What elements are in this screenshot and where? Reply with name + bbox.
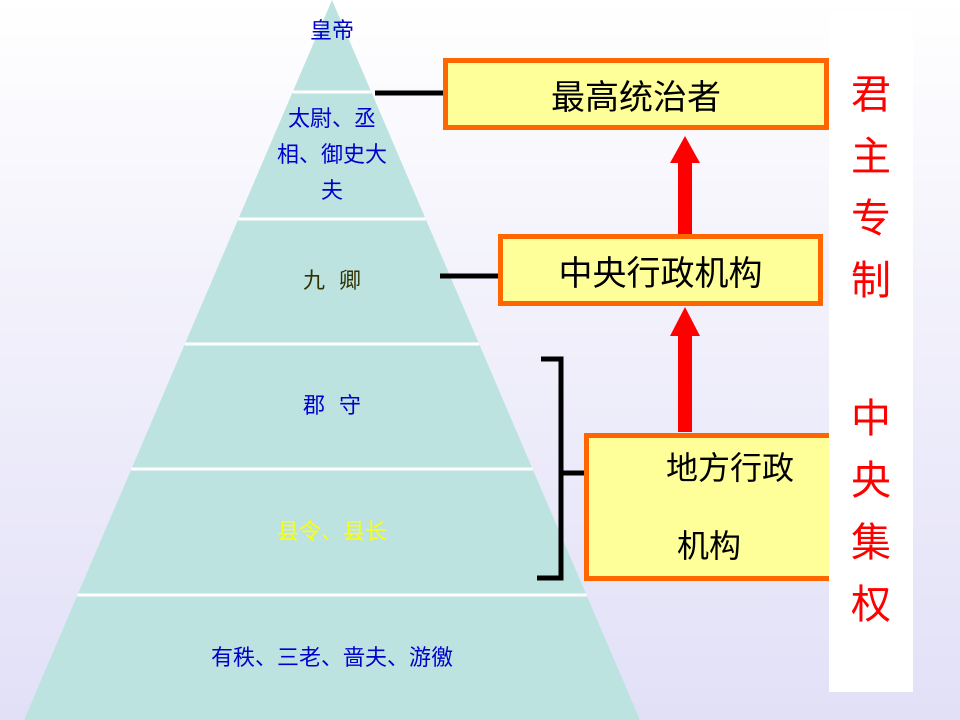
side-bottom-char-1: 中 [851,396,891,442]
tier-dividers [77,90,587,597]
supreme-ruler-label: 最高统治者 [551,77,721,118]
arrow-central-to-supreme [670,136,700,234]
tier-label-county-magistrate: 县令、县长 [276,520,387,545]
tier-label-commandery-governor: 郡 守 [303,394,361,419]
side-top-char-3: 专 [851,196,891,242]
side-top-char-4: 制 [851,258,891,304]
central-administration-label: 中央行政机构 [558,253,763,294]
local-administration-label-line2: 机构 [676,527,741,565]
supreme-ruler-box: 最高统治者 [443,58,829,130]
bracket-local [537,356,564,581]
side-text-centralization: 中央集权 [829,388,913,636]
side-top-char-2: 主 [851,134,891,180]
pyramid [24,0,640,720]
local-administration-label-line1: 地方行政 [665,449,794,487]
tier-label-three-ducal-ministers: 太尉、丞相、御史大夫 [276,107,387,204]
side-panel [829,12,913,692]
tier-label-nine-ministers: 九 卿 [303,269,361,294]
local-administration-box: 地方行政 机构 [584,433,834,581]
side-bottom-char-4: 权 [851,582,891,628]
side-bottom-char-2: 央 [851,458,891,504]
tier-label-local-officials: 有秩、三老、啬夫、游徼 [210,646,453,671]
arrow-local-to-central [670,307,700,432]
central-administration-box: 中央行政机构 [498,234,823,306]
tier-label-emperor: 皇帝 [309,19,354,44]
side-bottom-char-3: 集 [851,520,891,566]
side-text-autocracy: 君主专制 [829,64,913,312]
side-top-char-1: 君 [851,72,891,118]
